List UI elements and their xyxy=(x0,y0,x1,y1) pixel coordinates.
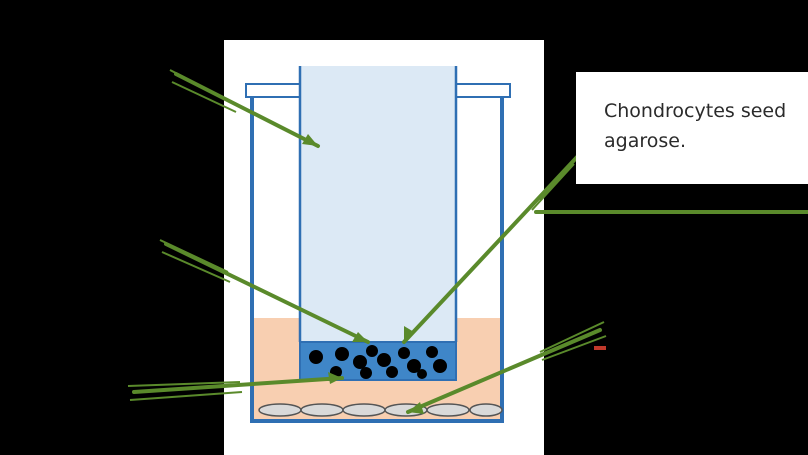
chondrocyte-cells xyxy=(309,345,447,379)
bottom-beads xyxy=(258,403,503,417)
chondrocytes-label: Chondrocytes seed agarose. xyxy=(576,72,808,184)
arrow-beads xyxy=(406,328,602,414)
arrow-tails xyxy=(127,69,607,401)
red-mark xyxy=(594,346,606,350)
insert-walls xyxy=(298,66,458,342)
insert-chamber xyxy=(300,66,456,342)
label-line-1: Chondrocytes seed xyxy=(604,100,787,122)
label-line-2: agarose. xyxy=(604,130,686,152)
arrow-cells-left xyxy=(164,242,370,344)
arrow-medium xyxy=(132,376,344,394)
arrow-cells-right xyxy=(402,154,580,344)
arrow-heads xyxy=(302,134,424,414)
well-outline xyxy=(250,97,504,423)
